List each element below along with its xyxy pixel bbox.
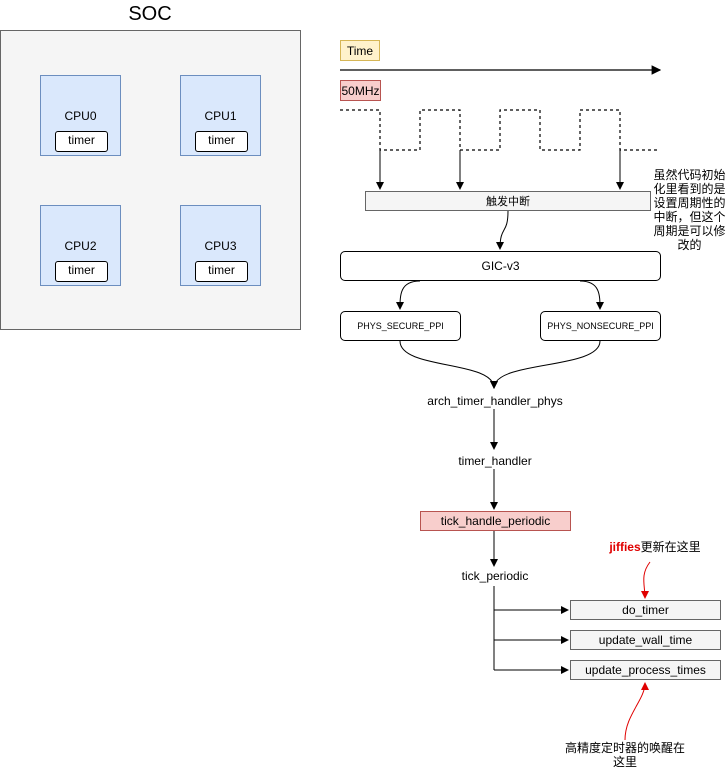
trigger-to-gic-arrow — [496, 210, 509, 250]
update-wall-time-box: update_wall_time — [570, 630, 721, 650]
phys-secure-ppi-box: PHYS_SECURE_PPI — [340, 311, 461, 341]
arch-timer-handler-phys-label: arch_timer_handler_phys — [427, 394, 563, 408]
jiffies-note-arrow — [640, 561, 651, 599]
cpu2-label: CPU2 — [64, 239, 97, 253]
gic-v3-box: GIC-v3 — [340, 251, 661, 281]
time-label: Time — [340, 40, 380, 61]
cpu2-block: CPU2 timer — [40, 205, 121, 286]
cpu0-label: CPU0 — [64, 109, 97, 123]
frequency-label: 50MHz — [340, 80, 381, 101]
cpu2-timer: timer — [55, 261, 108, 282]
periodic-interrupt-note: 虽然代码初始化里看到的是设置周期性的中断，但这个周期是可以修改的 — [653, 168, 726, 252]
soc-title: SOC — [128, 3, 172, 25]
timer-handler-label: timer_handler — [458, 454, 532, 468]
cpu3-label: CPU3 — [204, 239, 237, 253]
do-timer-box: do_timer — [570, 600, 721, 620]
cpu0-timer: timer — [55, 131, 108, 152]
secure-to-arch-arrow — [399, 340, 498, 389]
update-process-times-box: update_process_times — [570, 660, 721, 680]
gic-to-secure-arrow — [396, 280, 421, 310]
hrtimer-note-arrow — [624, 682, 649, 741]
cpu3-timer: timer — [195, 261, 248, 282]
jiffies-note: jiffies更新在这里 — [600, 538, 710, 555]
tick-periodic-label: tick_periodic — [461, 569, 529, 583]
cpu1-block: CPU1 timer — [180, 75, 261, 156]
tick-handle-periodic-box: tick_handle_periodic — [420, 511, 571, 531]
clock-waveform — [340, 109, 660, 151]
jiffies-keyword: jiffies — [609, 540, 641, 554]
jiffies-note-text: 更新在这里 — [640, 540, 701, 554]
trigger-interrupt-box: 触发中断 — [365, 191, 651, 211]
cpu3-block: CPU3 timer — [180, 205, 261, 286]
phys-nonsecure-ppi-box: PHYS_NONSECURE_PPI — [540, 311, 661, 341]
hrtimer-note: 高精度定时器的唤醒在这里 — [564, 741, 685, 769]
cpu1-label: CPU1 — [204, 109, 237, 123]
gic-to-nonsecure-arrow — [579, 280, 604, 310]
nonsecure-to-arch-arrow — [490, 340, 601, 389]
cpu0-block: CPU0 timer — [40, 75, 121, 156]
cpu1-timer: timer — [195, 131, 248, 152]
